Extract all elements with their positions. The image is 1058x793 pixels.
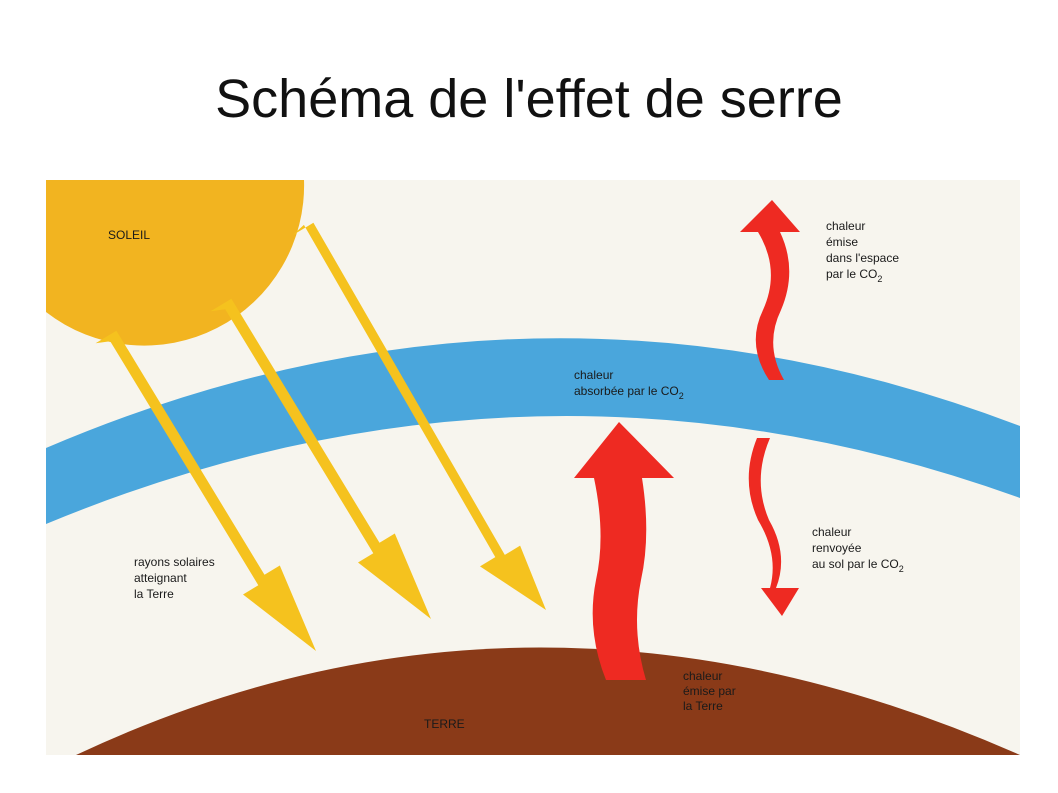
heat-space-arrow xyxy=(740,200,800,380)
atmosphere-band xyxy=(46,338,1020,524)
space-label-line2: émise xyxy=(826,235,858,249)
emitted-label-line2: émise par xyxy=(683,684,736,698)
solar-rays xyxy=(95,222,546,651)
earth-label: TERRE xyxy=(424,717,465,731)
solar-ray-arrow xyxy=(210,298,431,619)
slide-title: Schéma de l'effet de serre xyxy=(215,69,843,129)
sun xyxy=(46,180,305,346)
returned-label-text: au sol par le CO xyxy=(812,557,899,571)
space-label-line1: chaleur xyxy=(826,219,865,233)
space-label-line4: par le CO2 xyxy=(826,267,882,284)
rays-label-line3: la Terre xyxy=(134,587,174,601)
absorbed-label-line2: absorbée par le CO2 xyxy=(574,384,684,401)
space-label-text: par le CO xyxy=(826,267,877,281)
earth xyxy=(76,647,1020,755)
returned-label-subscript: 2 xyxy=(899,564,904,574)
heat-returned-arrow xyxy=(748,438,799,616)
absorbed-label-text: absorbée par le CO xyxy=(574,384,679,398)
returned-label-line3: au sol par le CO2 xyxy=(812,557,904,574)
solar-ray-arrow xyxy=(292,222,546,610)
greenhouse-diagram: SOLEIL rayons solaires atteignant la Ter… xyxy=(46,180,1020,755)
sun-label: SOLEIL xyxy=(108,228,150,242)
returned-label-line1: chaleur xyxy=(812,525,851,539)
emitted-label-line1: chaleur xyxy=(683,669,722,683)
solar-ray-arrow xyxy=(95,330,316,651)
rays-label-line2: atteignant xyxy=(134,571,187,585)
heat-emitted-arrow xyxy=(574,422,674,680)
emitted-label-line3: la Terre xyxy=(683,699,723,713)
absorbed-label-subscript: 2 xyxy=(679,391,684,401)
absorbed-label-line1: chaleur xyxy=(574,368,613,382)
space-label-subscript: 2 xyxy=(877,274,882,284)
rays-label-line1: rayons solaires xyxy=(134,555,215,569)
space-label-line3: dans l'espace xyxy=(826,251,899,265)
returned-label-line2: renvoyée xyxy=(812,541,862,555)
